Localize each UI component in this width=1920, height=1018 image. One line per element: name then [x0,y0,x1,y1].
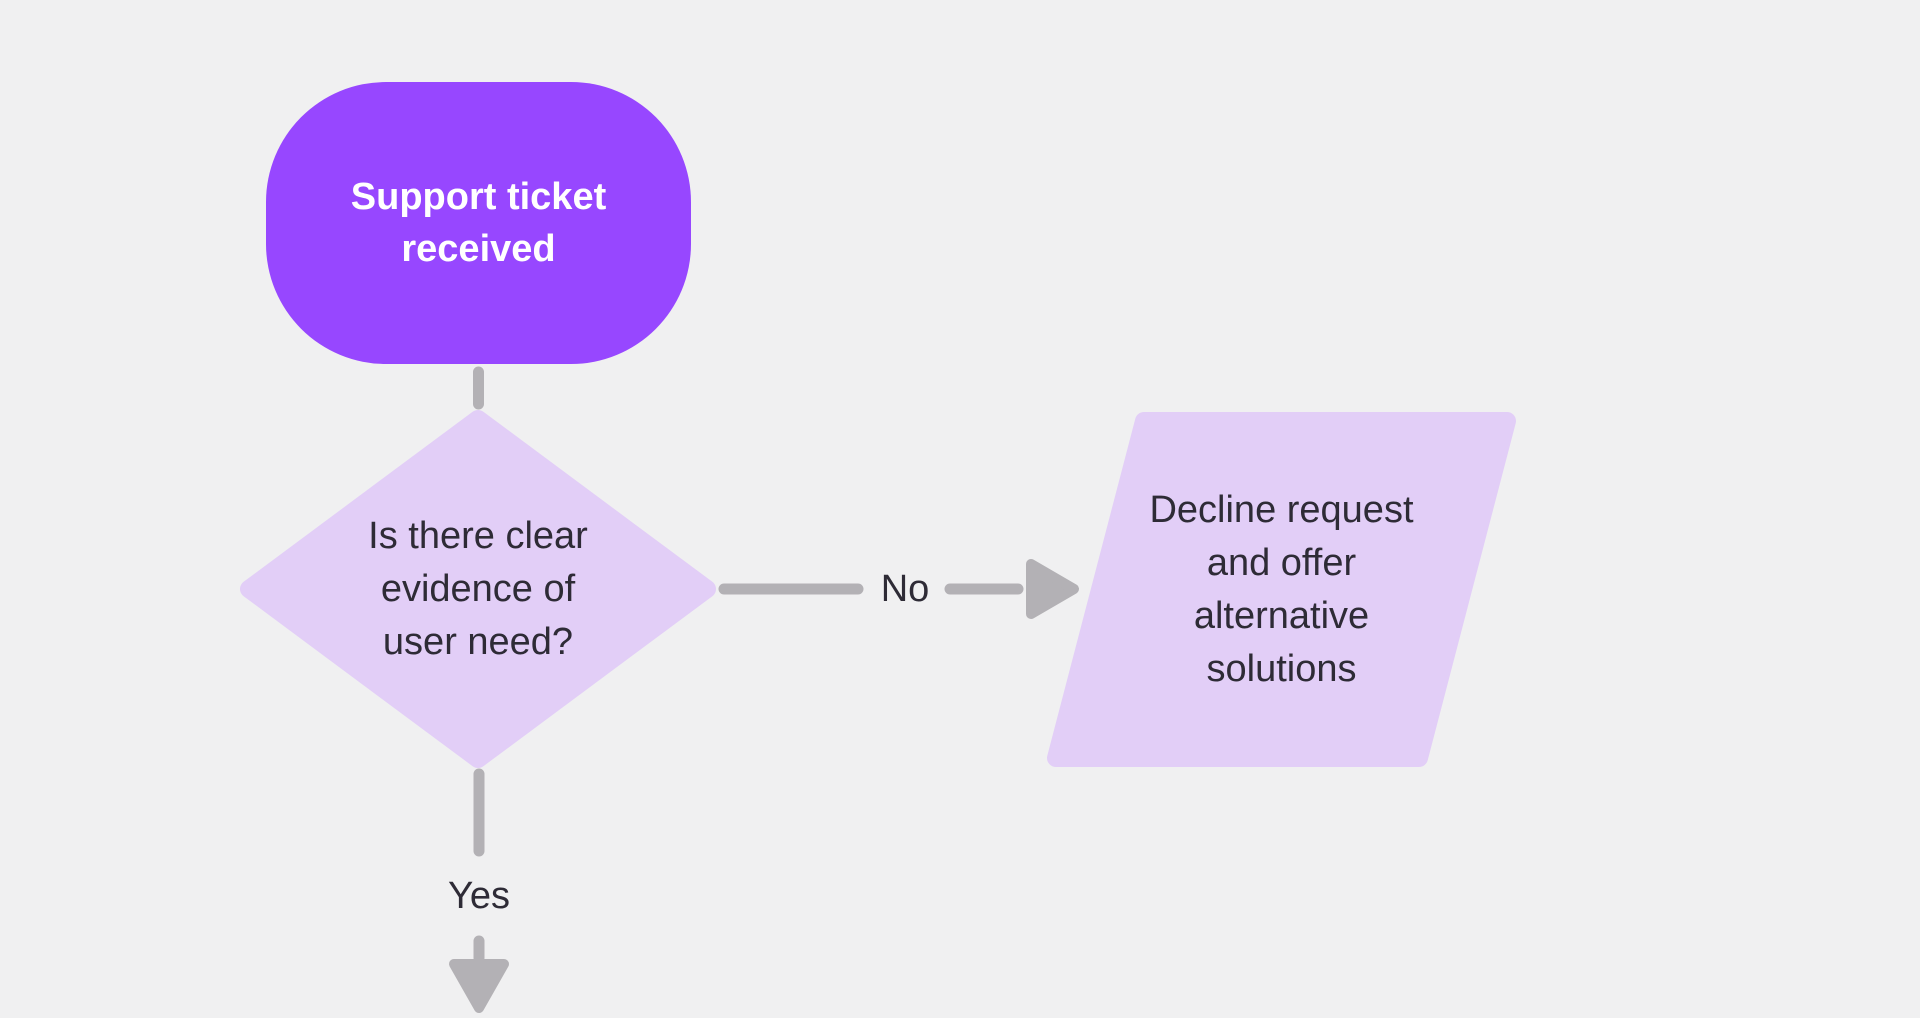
decision-node-shape[interactable] [240,410,716,768]
start-node-shape[interactable] [266,82,691,364]
edge-yes-arrowhead-icon[interactable] [449,959,509,1013]
edge-no-arrowhead-icon[interactable] [1026,559,1079,619]
edge-no[interactable] [718,559,1079,619]
edge-yes[interactable] [449,768,509,1013]
decline-node-shape[interactable] [1047,412,1516,767]
